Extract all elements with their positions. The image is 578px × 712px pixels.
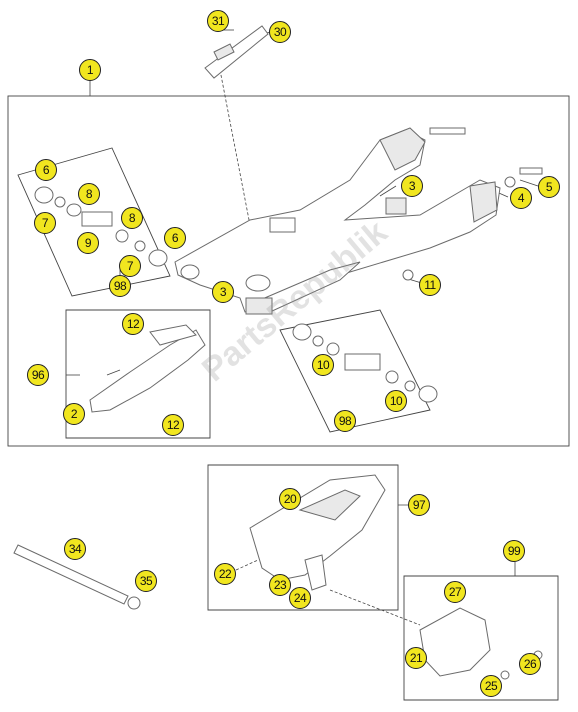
callout-6-lower: 6 bbox=[164, 227, 186, 249]
chain-guide-part bbox=[249, 474, 386, 591]
callout-12-lower: 12 bbox=[162, 414, 184, 436]
callout-2: 2 bbox=[63, 403, 85, 425]
callout-11: 11 bbox=[419, 274, 441, 296]
callout-8-lower: 8 bbox=[121, 207, 143, 229]
chain-slider-top-part bbox=[204, 25, 269, 79]
guide-bracket-part bbox=[419, 607, 543, 680]
bearing-kit-left-parts bbox=[34, 186, 168, 267]
callout-7: 7 bbox=[34, 212, 56, 234]
callout-34: 34 bbox=[64, 538, 86, 560]
axle-bolt-right bbox=[429, 127, 543, 188]
callout-23: 23 bbox=[269, 574, 291, 596]
callout-21: 21 bbox=[405, 647, 427, 669]
callout-1: 1 bbox=[79, 59, 101, 81]
callout-3: 3 bbox=[212, 281, 234, 303]
callout-25: 25 bbox=[480, 675, 502, 697]
bearing-kit-left-frame bbox=[17, 147, 171, 297]
bushing-small bbox=[402, 269, 414, 281]
callout-20: 20 bbox=[279, 488, 301, 510]
callout-98-lower: 98 bbox=[334, 410, 356, 432]
callout-12: 12 bbox=[122, 313, 144, 335]
swingarm-part bbox=[174, 127, 501, 313]
callout-97: 97 bbox=[408, 494, 430, 516]
callout-3-right: 3 bbox=[401, 175, 423, 197]
bushing-part bbox=[385, 197, 407, 215]
callout-4: 4 bbox=[510, 187, 532, 209]
chain-slider-part bbox=[89, 324, 206, 413]
callout-24: 24 bbox=[289, 587, 311, 609]
bearing-kit-right-parts bbox=[292, 323, 438, 403]
callout-99: 99 bbox=[503, 540, 525, 562]
callout-10: 10 bbox=[312, 354, 334, 376]
swingarm-group-frame bbox=[7, 95, 570, 447]
callout-96: 96 bbox=[27, 364, 49, 386]
chain-guide-frame bbox=[207, 464, 399, 611]
callout-10-lower: 10 bbox=[385, 390, 407, 412]
callout-98: 98 bbox=[109, 275, 131, 297]
bearing-kit-right-frame bbox=[279, 309, 431, 433]
callout-27: 27 bbox=[444, 581, 466, 603]
guide-bracket-frame bbox=[403, 575, 559, 701]
callout-22: 22 bbox=[214, 563, 236, 585]
swingarm-axle-part bbox=[13, 544, 141, 610]
bushing-part-lower bbox=[245, 297, 273, 315]
callout-35: 35 bbox=[135, 570, 157, 592]
callout-8: 8 bbox=[78, 183, 100, 205]
callout-30: 30 bbox=[269, 21, 291, 43]
callout-9: 9 bbox=[77, 232, 99, 254]
callout-26: 26 bbox=[519, 653, 541, 675]
callout-5: 5 bbox=[538, 176, 560, 198]
callout-31: 31 bbox=[207, 10, 229, 32]
chain-slider-frame bbox=[65, 309, 211, 439]
callout-6: 6 bbox=[35, 159, 57, 181]
callout-7-lower: 7 bbox=[119, 255, 141, 277]
